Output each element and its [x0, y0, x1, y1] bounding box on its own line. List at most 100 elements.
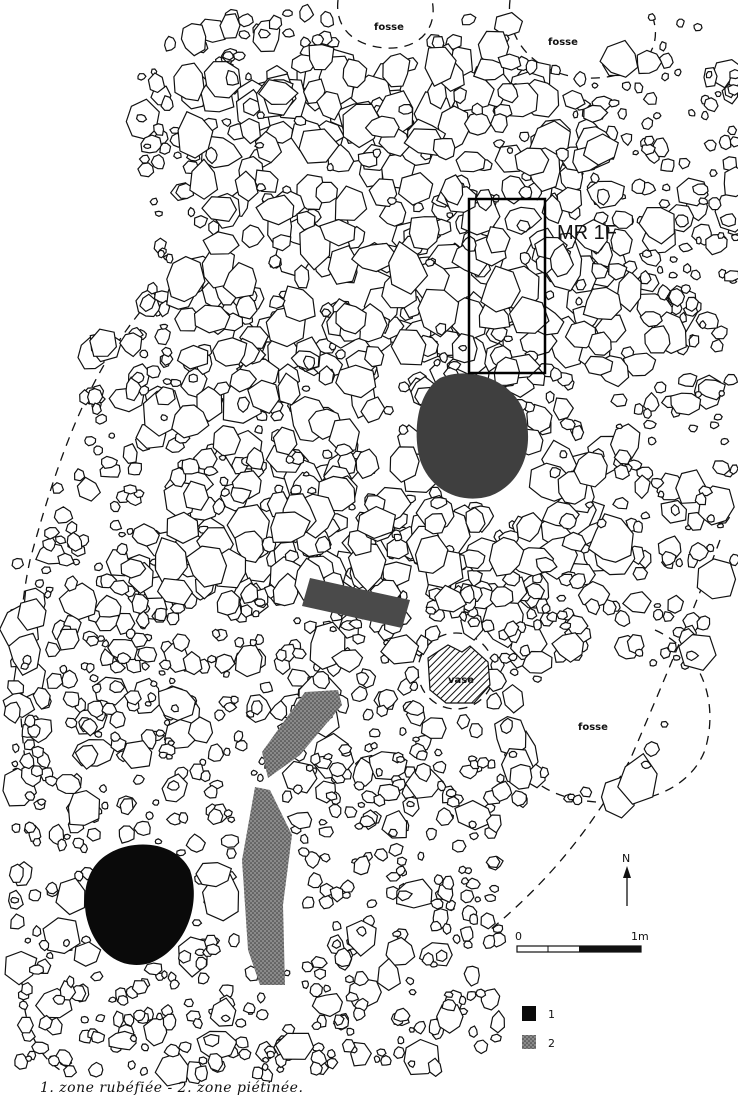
stone: [533, 619, 542, 631]
stone: [457, 344, 468, 352]
stone: [112, 1010, 124, 1029]
stone: [101, 702, 118, 716]
stone: [286, 811, 313, 830]
stone: [640, 143, 656, 156]
stone: [65, 520, 78, 535]
stone: [307, 871, 323, 889]
stone: [11, 760, 19, 768]
stone: [309, 1061, 323, 1076]
stone: [636, 49, 663, 75]
stone: [696, 558, 737, 600]
stone: [640, 511, 651, 520]
stone: [235, 1036, 249, 1049]
stone: [20, 662, 29, 670]
legend-key-1: 1: [548, 1008, 555, 1021]
stone: [345, 919, 377, 957]
stone: [688, 108, 696, 117]
stone: [126, 527, 134, 535]
stone: [261, 536, 277, 553]
stone: [302, 78, 326, 105]
stone: [355, 926, 367, 937]
stone: [716, 523, 724, 529]
stone: [172, 633, 191, 653]
stone: [652, 608, 664, 621]
stone: [693, 22, 703, 32]
stone: [408, 216, 440, 251]
stone: [43, 590, 52, 599]
stone: [698, 197, 709, 206]
stone: [230, 695, 239, 704]
stone: [74, 744, 99, 770]
stone: [511, 790, 527, 807]
stone: [468, 723, 483, 739]
stone: [661, 550, 677, 567]
stone: [514, 147, 550, 177]
stone: [678, 157, 691, 170]
zone-rubefiee-large: [84, 844, 194, 966]
stone: [652, 137, 670, 158]
stone: [55, 877, 86, 916]
stone: [123, 690, 142, 706]
stone: [458, 995, 467, 1005]
legend-swatch-1: [522, 1006, 536, 1021]
stone: [173, 62, 205, 102]
stone: [438, 352, 448, 364]
stone: [97, 635, 106, 642]
stone: [373, 848, 389, 862]
stone: [667, 594, 685, 614]
stone: [327, 244, 360, 285]
stone: [249, 639, 258, 647]
stone: [7, 680, 25, 695]
stone: [117, 994, 129, 1006]
stone: [661, 72, 669, 82]
stone: [38, 1014, 53, 1031]
scale-bar: 0 1m: [515, 930, 649, 953]
stone: [425, 606, 437, 615]
stone: [688, 424, 699, 433]
stone: [282, 285, 316, 323]
stone: [125, 376, 142, 402]
stone: [706, 543, 715, 553]
stone: [526, 403, 553, 435]
stone-cluster: [0, 3, 738, 1087]
stone: [170, 704, 179, 713]
stone: [118, 532, 127, 538]
stone: [642, 391, 660, 413]
stone: [644, 325, 671, 354]
stone: [525, 582, 546, 600]
stone: [93, 445, 104, 456]
stone: [206, 654, 217, 664]
stone: [203, 60, 242, 99]
stone: [388, 842, 404, 857]
stone: [176, 849, 187, 857]
stone: [42, 917, 81, 955]
stone: [131, 677, 162, 715]
stone: [98, 783, 108, 794]
stone: [163, 718, 171, 727]
stone: [109, 680, 126, 694]
stone: [319, 852, 331, 863]
stone: [14, 1053, 29, 1070]
stone: [501, 683, 525, 714]
stone: [485, 814, 502, 834]
stone: [32, 924, 42, 937]
stone: [612, 496, 629, 510]
stone: [376, 1048, 387, 1057]
stone: [299, 833, 309, 844]
stone: [435, 807, 454, 827]
stone: [509, 763, 533, 790]
stone: [414, 762, 432, 783]
stone: [328, 804, 342, 819]
stone: [308, 43, 335, 71]
stone: [493, 356, 521, 386]
stone: [285, 454, 295, 465]
stone: [261, 1062, 269, 1072]
sample-frame-label: MR 1F: [557, 222, 617, 244]
stone: [574, 219, 608, 254]
stone: [676, 18, 685, 28]
stone: [632, 520, 644, 533]
stone: [596, 188, 611, 206]
stone: [87, 700, 104, 719]
stone: [84, 435, 97, 447]
stone: [155, 386, 176, 406]
